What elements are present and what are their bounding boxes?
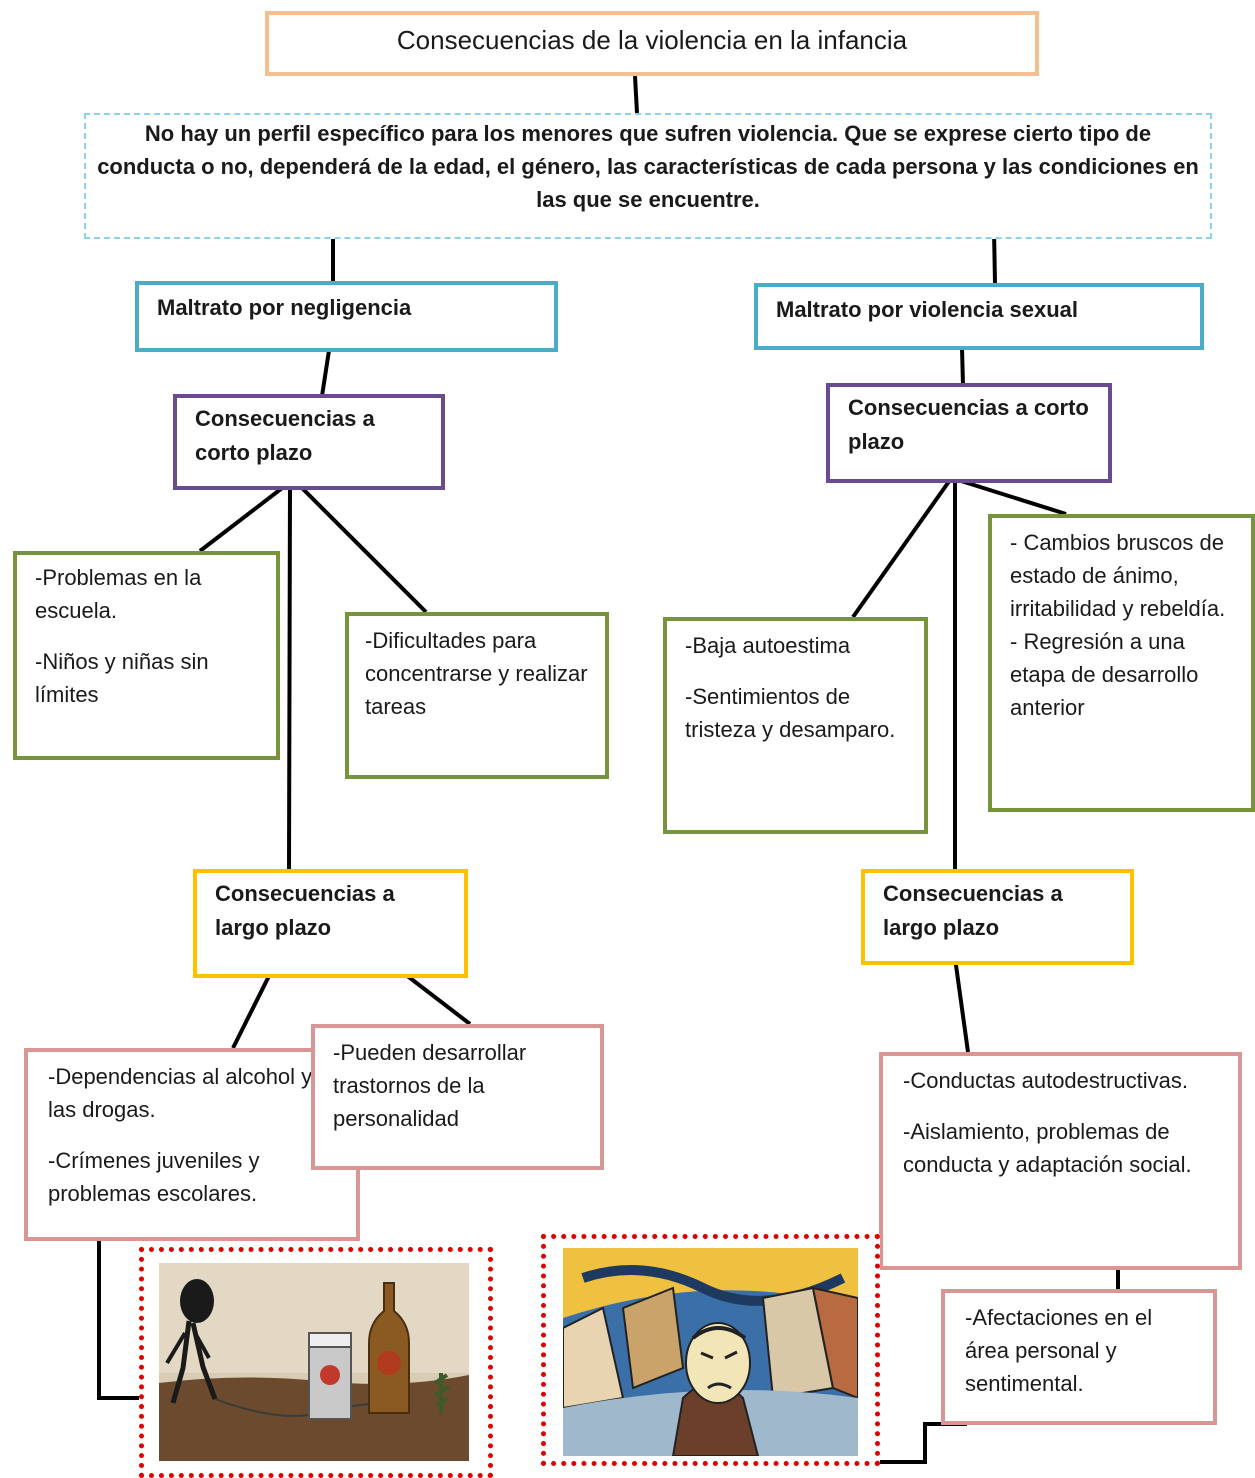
list-item: -Niños y niñas sin límites	[35, 649, 209, 707]
list-item: -Aislamiento, problemas de conducta y ad…	[903, 1119, 1192, 1177]
negligence-heading: Maltrato por negligencia	[135, 281, 558, 352]
negligence-short-term-items-left: -Problemas en la escuela. -Niños y niñas…	[13, 551, 280, 760]
illustration-frame-right	[541, 1234, 880, 1466]
list-item: -Dificultades para concentrarse y realiz…	[365, 628, 588, 719]
sexual-long-term-items-main: -Conductas autodestructivas. -Aislamient…	[879, 1052, 1242, 1270]
list-item: - Regresión a una etapa de desarrollo an…	[1010, 629, 1199, 720]
list-item: -Baja autoestima	[685, 633, 851, 658]
isolation-illustration	[563, 1248, 858, 1456]
sexual-violence-heading: Maltrato por violencia sexual	[754, 283, 1204, 350]
intro-box: No hay un perfil específico para los men…	[84, 113, 1212, 239]
list-item: -Problemas en la escuela.	[35, 565, 202, 623]
sexual-short-term-items-left: -Baja autoestima -Sentimientos de triste…	[663, 617, 928, 834]
list-item: -Conductas autodestructivas.	[903, 1068, 1188, 1093]
negligence-long-term-heading: Consecuencias a largo plazo	[193, 869, 468, 978]
list-item: -Sentimientos de tristeza y desamparo.	[685, 684, 896, 742]
sexual-short-term-items-right: - Cambios bruscos de estado de ánimo, ir…	[988, 514, 1255, 812]
sexual-long-term-heading: Consecuencias a largo plazo	[861, 869, 1134, 965]
list-item: -Dependencias al alcohol y a las drogas.	[48, 1064, 331, 1122]
negligence-short-term-heading: Consecuencias a corto plazo	[173, 394, 445, 490]
negligence-short-term-items-right: -Dificultades para concentrarse y realiz…	[345, 612, 609, 779]
illustration-frame-left	[139, 1247, 493, 1478]
sexual-short-term-heading: Consecuencias a corto plazo	[826, 383, 1112, 483]
list-item: -Afectaciones en el área personal y sent…	[965, 1305, 1153, 1396]
addiction-illustration	[159, 1263, 469, 1461]
negligence-long-term-items-right: -Pueden desarrollar trastornos de la per…	[311, 1024, 604, 1170]
negligence-long-term-items-left: -Dependencias al alcohol y a las drogas.…	[24, 1048, 360, 1241]
sexual-long-term-items-extra: -Afectaciones en el área personal y sent…	[941, 1289, 1217, 1425]
list-item: - Cambios bruscos de estado de ánimo, ir…	[1010, 530, 1226, 621]
list-item: -Pueden desarrollar trastornos de la per…	[333, 1040, 527, 1131]
diagram-title: Consecuencias de la violencia en la infa…	[265, 11, 1039, 76]
list-item: -Crímenes juveniles y problemas escolare…	[48, 1148, 260, 1206]
